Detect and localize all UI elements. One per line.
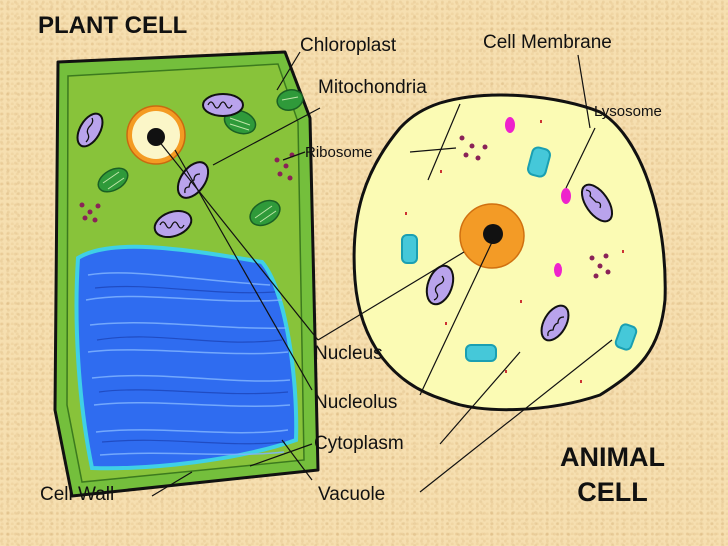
- ribosome-pointer: [282, 151, 306, 161]
- animal-nucleus: [459, 203, 525, 269]
- vacuole-label: Vacuole: [318, 484, 386, 505]
- plant-ribosomes: [79, 152, 295, 223]
- vacuole-dark-texture: [94, 285, 289, 445]
- nucleus-label: Nucleus: [314, 343, 383, 364]
- chloroplast: [249, 199, 281, 227]
- lysosome: [554, 263, 562, 277]
- animal-vacuole: [401, 234, 418, 264]
- cytoplasm-pointer: [249, 443, 313, 467]
- lysosome: [505, 117, 515, 133]
- plant-vacuole: [74, 244, 299, 471]
- animal-nucleolus: [483, 224, 503, 244]
- nucleolus-pointer: [419, 239, 494, 396]
- cytoplasm-pointer: [439, 351, 521, 445]
- chloroplast-stripes: [102, 96, 299, 223]
- lysosomes: [505, 117, 571, 277]
- mitochondrion: [580, 183, 614, 223]
- animal-cell-title-line2: CELL: [577, 476, 648, 507]
- cell-membrane-pointer: [577, 54, 591, 129]
- nucleus-pointer: [157, 139, 319, 341]
- animal-cristae: [433, 189, 602, 337]
- plant-nucleolus: [147, 128, 165, 146]
- mitochondria-cristae: [85, 101, 233, 229]
- lysosome: [561, 188, 571, 204]
- chloroplast: [97, 167, 129, 193]
- animal-vacuole: [527, 146, 551, 178]
- cytoplasm-specks: [405, 120, 624, 383]
- cell-wall-pointer: [151, 471, 193, 497]
- chloroplast-label: Chloroplast: [300, 35, 397, 56]
- nucleus-pointer: [317, 251, 465, 341]
- mitochondrion: [202, 93, 244, 117]
- lysosome-pointer: [565, 127, 596, 189]
- animal-vacuole: [465, 344, 497, 362]
- plant-cell-title: PLANT CELL: [38, 12, 188, 39]
- chloroplast: [276, 89, 304, 111]
- animal-cell-title: ANIMAL CELL: [540, 440, 685, 509]
- mitochondrion: [76, 112, 104, 148]
- cell-membrane-label: Cell Membrane: [483, 32, 612, 53]
- animal-cell: [352, 93, 667, 412]
- animal-cell-title-line1: ANIMAL: [560, 442, 665, 472]
- animal-vacuoles: [401, 146, 638, 362]
- vacuole-pointer: [419, 339, 613, 493]
- ribosome-label: Ribosome: [305, 144, 373, 161]
- plant-cell: [53, 50, 320, 498]
- ribosome-pointer: [409, 147, 457, 153]
- mitochondria-pointer: [427, 103, 461, 181]
- mitochondria-label: Mitochondria: [318, 77, 427, 98]
- cell-wall-label: Cell Wall: [40, 484, 115, 505]
- chloroplast-pointer: [276, 51, 301, 91]
- mitochondrion: [425, 264, 455, 306]
- leader-lines: [151, 51, 613, 497]
- animal-ribosomes: [459, 135, 611, 279]
- animal-vacuole: [614, 323, 638, 351]
- cytoplasm-label: Cytoplasm: [314, 433, 404, 454]
- nucleolus-label: Nucleolus: [314, 392, 398, 413]
- lysosome-label: Lysosome: [594, 103, 662, 120]
- nucleolus-pointer: [174, 149, 313, 391]
- vacuole-pointer: [281, 439, 313, 481]
- mitochondria-pointer: [212, 107, 321, 166]
- vacuole-scribble-texture: [85, 272, 291, 456]
- plant-nucleus: [126, 105, 186, 165]
